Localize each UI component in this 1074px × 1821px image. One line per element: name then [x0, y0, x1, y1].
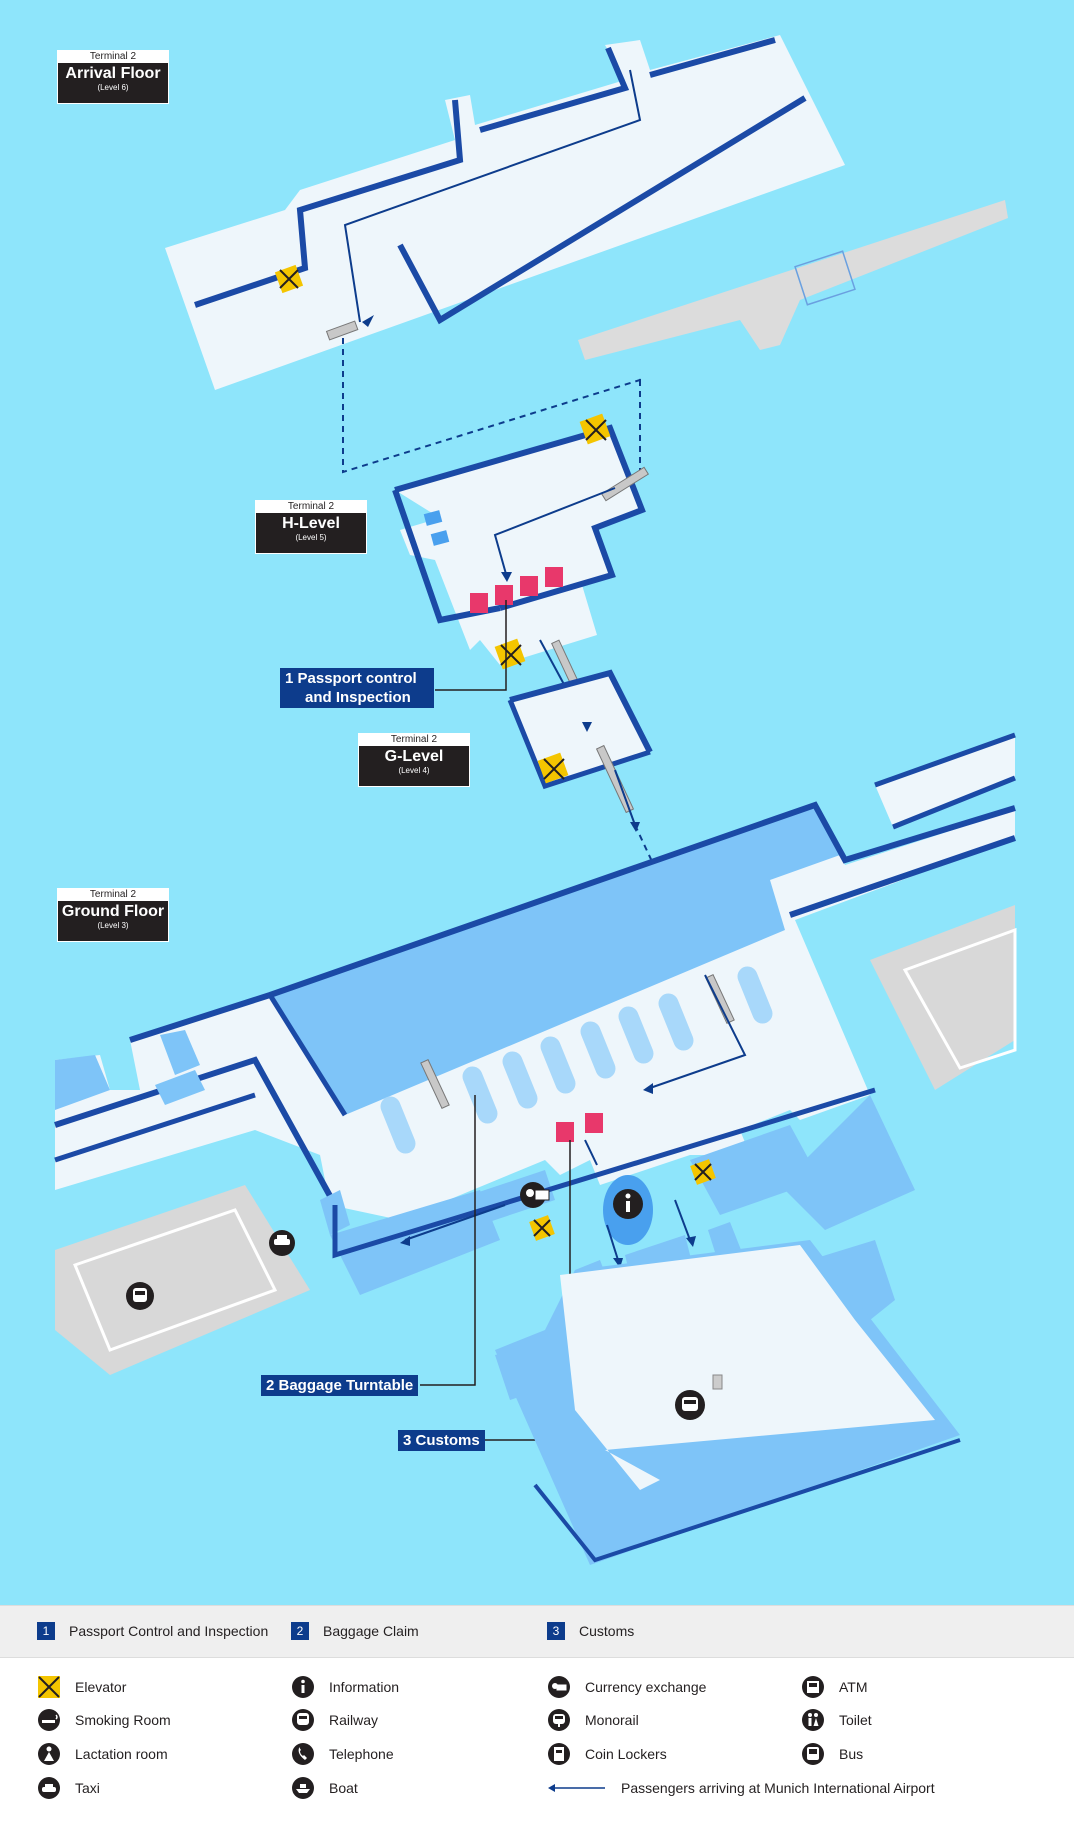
g-level-plan — [507, 669, 706, 976]
level-number: (Level 6) — [97, 83, 129, 92]
level-number: (Level 4) — [398, 766, 430, 775]
boat-icon — [291, 1776, 315, 1800]
legend-label: Lactation room — [75, 1746, 168, 1762]
baggage-belts — [380, 966, 773, 1154]
ground-floor-plan — [54, 801, 1016, 1565]
elevator-icon — [37, 1675, 61, 1699]
legend-label: Elevator — [75, 1679, 127, 1695]
monorail-map-icon — [675, 1390, 705, 1420]
toilet-icon — [801, 1708, 825, 1732]
lactation-room-icon — [37, 1742, 61, 1766]
legend-label: Smoking Room — [75, 1712, 171, 1728]
distant-pier — [578, 200, 1008, 360]
h-level-plan — [392, 413, 650, 726]
level-terminal: Terminal 2 — [359, 734, 469, 746]
level-terminal: Terminal 2 — [58, 889, 168, 901]
railway-map-icon — [126, 1282, 154, 1310]
step-label: Baggage Claim — [323, 1623, 419, 1639]
arrival-floor-tag: Terminal 2 Arrival Floor (Level 6) — [57, 50, 169, 104]
passport-control-callout: 1 Passport control and Inspection — [280, 668, 434, 708]
route-arrow-icon — [547, 1776, 607, 1800]
information-map-icon — [613, 1189, 643, 1219]
level-number: (Level 5) — [295, 533, 327, 542]
level-name: Arrival Floor — [65, 65, 161, 82]
callout-line: 1 Passport control — [285, 670, 417, 687]
legend-bus: Bus — [801, 1742, 863, 1766]
step-label: Passport Control and Inspection — [69, 1623, 269, 1639]
ground-floor-tag: Terminal 2 Ground Floor (Level 3) — [57, 888, 169, 942]
level-name: Ground Floor — [61, 903, 165, 920]
atm-icon — [801, 1675, 825, 1699]
legend-information: Information — [291, 1675, 399, 1699]
smoking-room-icon — [37, 1708, 61, 1732]
legend-elevator: Elevator — [37, 1675, 126, 1699]
legend-label: Toilet — [839, 1712, 872, 1728]
legend-telephone: Telephone — [291, 1742, 394, 1766]
currency-exchange-map-icon — [520, 1182, 550, 1208]
terminal-map: Terminal 2 Arrival Floor (Level 6) Termi… — [0, 0, 1074, 1605]
baggage-turntable-callout: 2 Baggage Turntable — [261, 1375, 419, 1396]
legend-label: Currency exchange — [585, 1679, 707, 1695]
legend-currency: Currency exchange — [547, 1675, 706, 1699]
legend-label: Coin Lockers — [585, 1746, 667, 1762]
legend-label: Boat — [329, 1780, 358, 1796]
step-baggage: 2 Baggage Claim — [291, 1622, 419, 1640]
callout-line: and Inspection — [305, 689, 411, 706]
legend-lactation: Lactation room — [37, 1742, 168, 1766]
legend-lockers: Coin Lockers — [547, 1742, 667, 1766]
step-label: Customs — [579, 1623, 635, 1639]
coin-locker-map-icon — [712, 1374, 723, 1390]
legend-boat: Boat — [291, 1776, 358, 1800]
steps-legend: 1 Passport Control and Inspection 2 Bagg… — [0, 1605, 1074, 1658]
step-customs: 3 Customs — [547, 1622, 634, 1640]
step-number: 2 — [291, 1622, 309, 1640]
legend-label: Telephone — [329, 1746, 394, 1762]
legend-taxi: Taxi — [37, 1776, 100, 1800]
information-icon — [291, 1675, 315, 1699]
taxi-icon — [37, 1776, 61, 1800]
legend-label: Railway — [329, 1712, 379, 1728]
legend-label: Information — [329, 1679, 400, 1695]
level-name: G-Level — [384, 748, 444, 765]
legend-route: Passengers arriving at Munich Internatio… — [547, 1776, 935, 1800]
coin-lockers-icon — [547, 1742, 571, 1766]
legend-label: Bus — [839, 1746, 864, 1762]
g-level-tag: Terminal 2 G-Level (Level 4) — [358, 733, 470, 787]
legend-label: Passengers arriving at Munich Internatio… — [621, 1780, 935, 1796]
floor-plan-drawing — [54, 35, 1017, 1565]
level-terminal: Terminal 2 — [58, 51, 168, 63]
railway-icon — [291, 1708, 315, 1732]
step-number: 1 — [37, 1622, 55, 1640]
legend-railway: Railway — [291, 1708, 378, 1732]
legend-toilet: Toilet — [801, 1708, 872, 1732]
level-number: (Level 3) — [97, 921, 129, 930]
step-passport: 1 Passport Control and Inspection — [37, 1622, 268, 1640]
level-name: H-Level — [282, 515, 340, 532]
h-level-tag: Terminal 2 H-Level (Level 5) — [255, 500, 367, 554]
legend-label: ATM — [839, 1679, 868, 1695]
customs-callout: 3 Customs — [398, 1430, 485, 1451]
legend-monorail: Monorail — [547, 1708, 639, 1732]
step-number: 3 — [547, 1622, 565, 1640]
currency-exchange-icon — [547, 1675, 571, 1699]
legend-label: Monorail — [585, 1712, 639, 1728]
taxi-map-icon — [269, 1230, 295, 1256]
monorail-icon — [547, 1708, 571, 1732]
legend-atm: ATM — [801, 1675, 868, 1699]
legend-smoking: Smoking Room — [37, 1708, 171, 1732]
east-pier — [870, 732, 1017, 1090]
arrival-floor-plan — [165, 35, 845, 390]
telephone-icon — [291, 1742, 315, 1766]
level-terminal: Terminal 2 — [256, 501, 366, 513]
symbols-legend: Elevator Smoking Room Lactation room Tax… — [0, 1657, 1074, 1821]
legend-label: Taxi — [75, 1780, 100, 1796]
bus-icon — [801, 1742, 825, 1766]
